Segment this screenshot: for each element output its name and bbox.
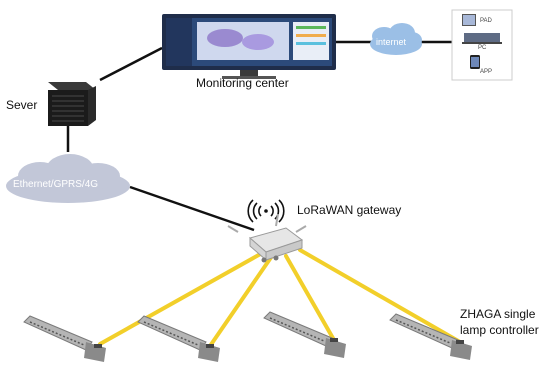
lora-link-2 <box>208 254 274 348</box>
lora-link-3 <box>284 254 336 342</box>
monitoring-center-label: Monitoring center <box>196 76 289 90</box>
gateway-icon <box>227 213 307 263</box>
street-lamp-icon <box>389 313 472 360</box>
server-icon <box>48 82 96 126</box>
lora-links <box>98 248 462 348</box>
laptop-icon <box>464 33 500 42</box>
gateway-label: LoRaWAN gateway <box>297 203 402 217</box>
street-lamp-icon <box>137 315 220 362</box>
network-cloud-icon <box>6 154 130 203</box>
street-lamp-icon <box>23 315 106 362</box>
monitor-icon <box>162 14 336 79</box>
link-network-gateway <box>129 185 255 232</box>
link-server-monitor <box>99 46 163 82</box>
lora-link-1 <box>98 250 266 346</box>
internet-label: internet <box>376 37 407 47</box>
device-label-app: APP <box>480 69 493 75</box>
network-label: Ethernet/GPRS/4G <box>13 179 99 190</box>
street-lamp-icon <box>263 311 346 358</box>
device-label-pc: PC <box>478 45 487 51</box>
devices-panel <box>451 9 513 81</box>
server-label: Sever <box>6 98 38 112</box>
device-label-pad: PAD <box>480 18 492 24</box>
controller-label-line2: lamp controller <box>460 323 539 337</box>
controller-label-line1: ZHAGA single <box>460 307 536 321</box>
wireless-signal-icon <box>247 199 285 223</box>
lora-link-4 <box>298 248 462 344</box>
internet-cloud-icon <box>370 23 422 55</box>
